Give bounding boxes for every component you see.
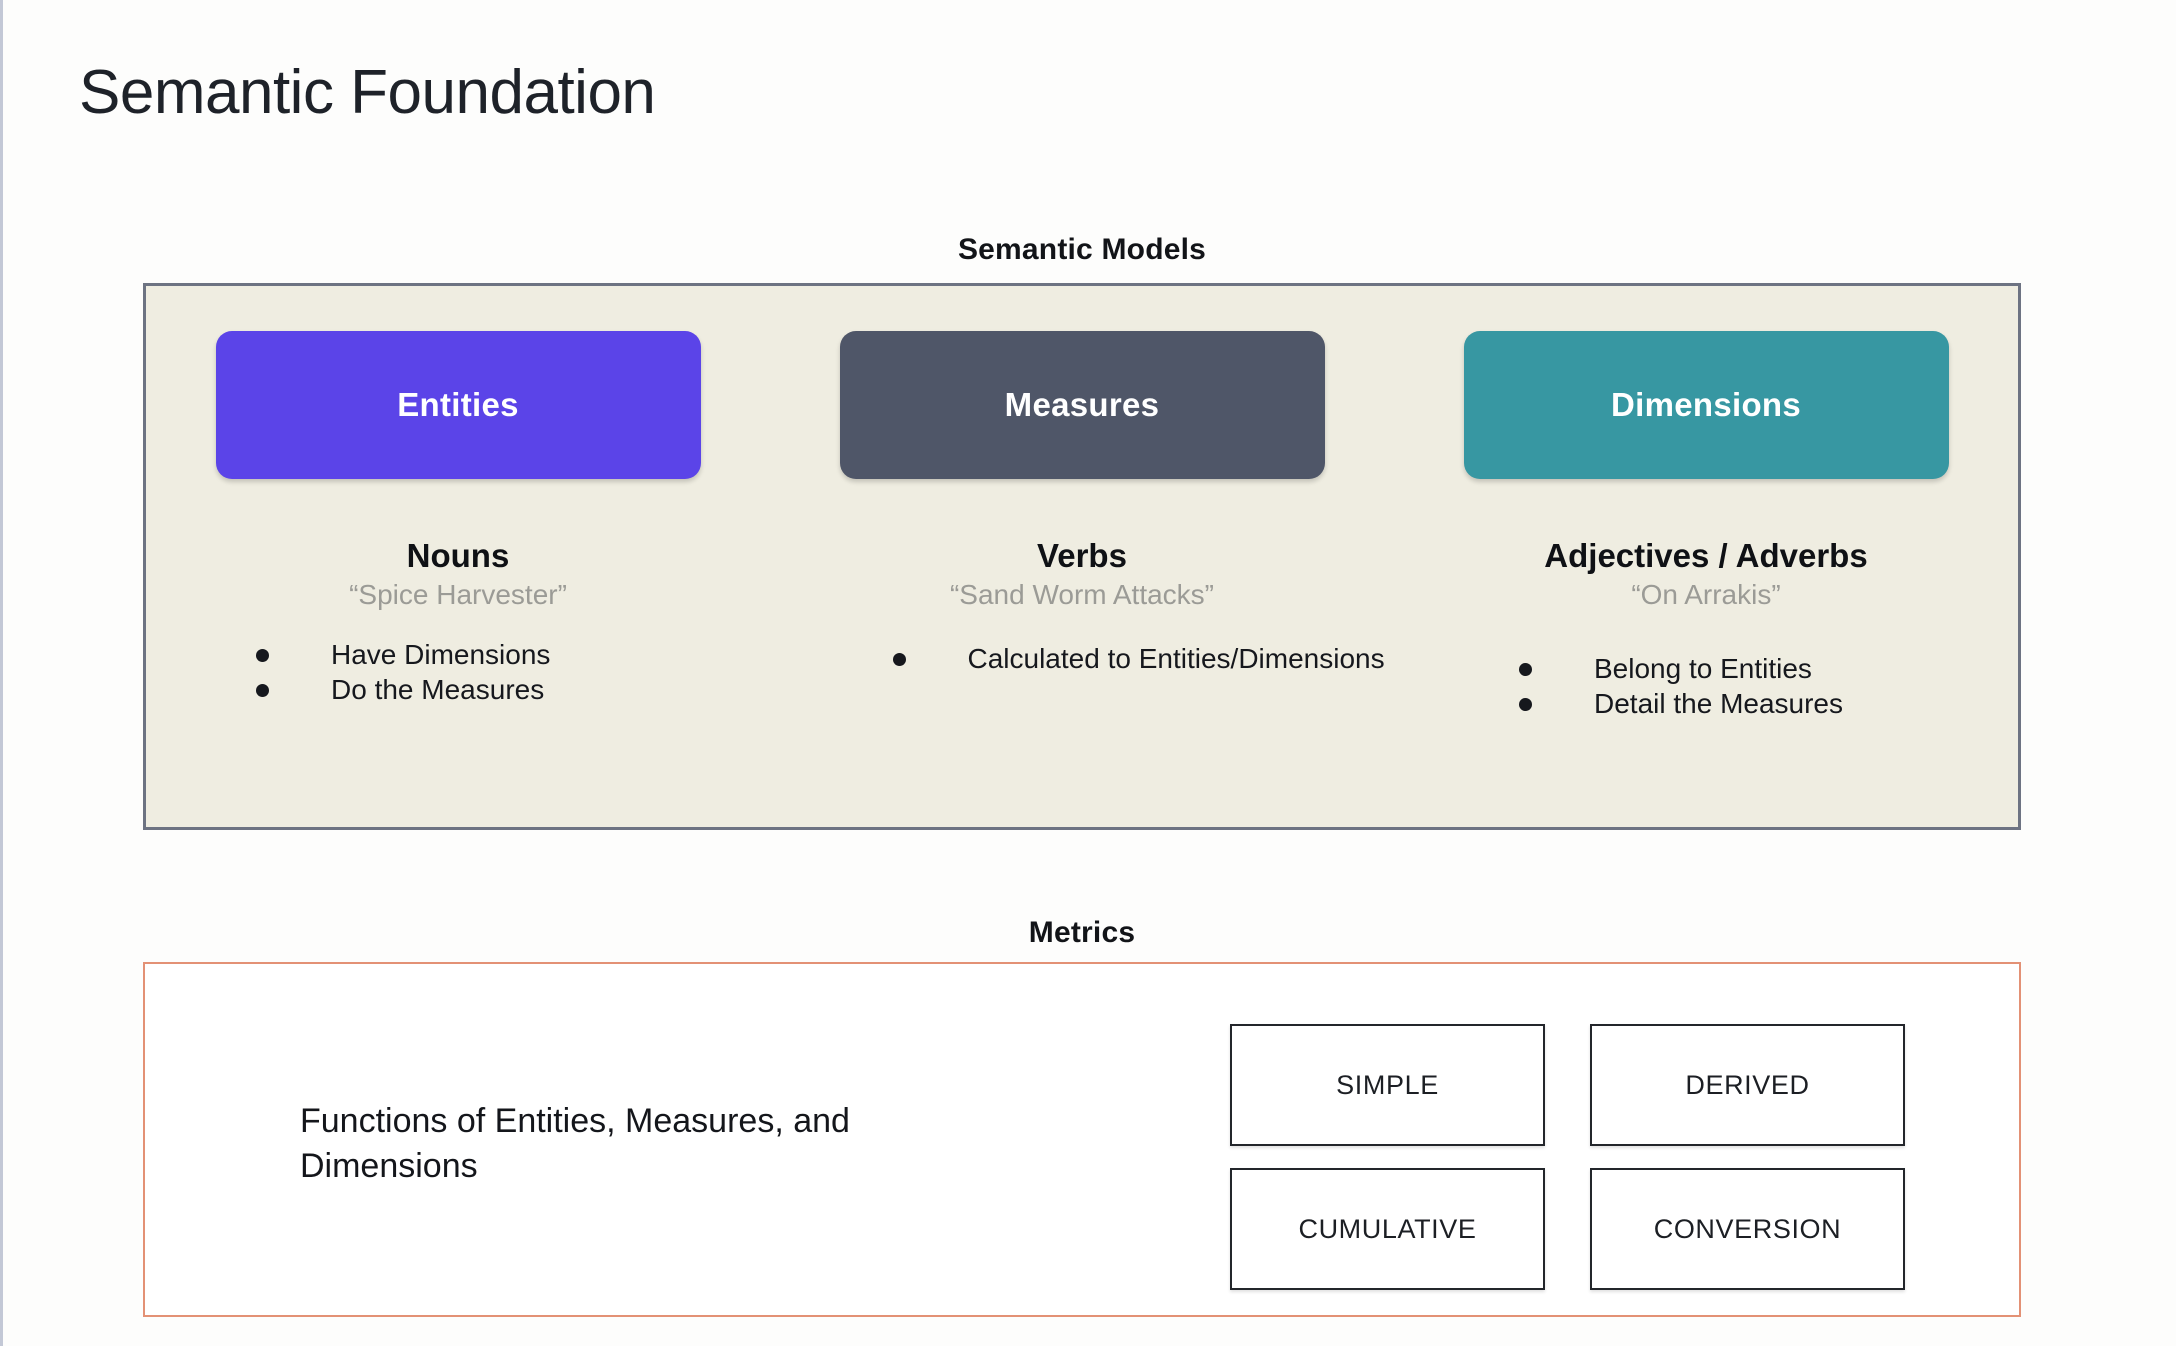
bullet-dot-icon — [1519, 698, 1532, 712]
measures-chip[interactable]: Measures — [839, 331, 1325, 479]
entities-part-of-speech: Nouns — [406, 537, 510, 574]
bullet-dot-icon — [892, 653, 906, 667]
dimensions-bullet-text: Detail the Measures — [1594, 688, 1844, 720]
bullet-dot-icon — [1519, 663, 1532, 677]
dimensions-bullet-text: Belong to Entities — [1594, 653, 1812, 685]
list-item: Do the Measures — [256, 673, 880, 706]
metric-type-cumulative[interactable]: CUMULATIVE — [1230, 1168, 1545, 1290]
semantic-column-entities: Entities Nouns “Spice Harvester” Have Di… — [146, 286, 770, 827]
metric-type-simple[interactable]: SIMPLE — [1230, 1024, 1545, 1146]
entities-chip[interactable]: Entities — [215, 331, 701, 479]
metrics-caption: Metrics — [1028, 916, 1136, 949]
list-item: Belong to Entities — [1519, 652, 2143, 685]
entities-bullet-list: Have Dimensions Do the Measures — [36, 638, 880, 708]
measures-part-of-speech: Verbs — [1037, 537, 1127, 574]
semantic-column-measures: Measures Verbs “Sand Worm Attacks” Calcu… — [770, 286, 1394, 827]
semantic-models-panel: Entities Nouns “Spice Harvester” Have Di… — [143, 283, 2021, 830]
semantic-models-caption: Semantic Models — [957, 233, 1207, 266]
metrics-panel: Functions of Entities, Measures, and Dim… — [143, 962, 2021, 1317]
metrics-description: Functions of Entities, Measures, and Dim… — [300, 1102, 850, 1185]
list-item: Calculated to Entities/Dimensions — [892, 642, 1517, 675]
measures-bullet-text: Calculated to Entities/Dimensions — [967, 643, 1385, 675]
dimensions-bullet-list: Belong to Entities Detail the Measures — [1269, 652, 2143, 722]
dimensions-part-of-speech: Adjectives / Adverbs — [1544, 537, 1868, 574]
bullet-dot-icon — [256, 684, 269, 698]
metric-type-conversion[interactable]: CONVERSION — [1590, 1168, 1905, 1290]
semantic-column-dimensions: Dimensions Adjectives / Adverbs “On Arra… — [1394, 286, 2018, 827]
entities-bullet-text: Have Dimensions — [331, 639, 551, 671]
list-item: Detail the Measures — [1519, 687, 2143, 720]
semantic-models-columns: Entities Nouns “Spice Harvester” Have Di… — [146, 286, 2018, 827]
metrics-type-grid: SIMPLE DERIVED CUMULATIVE CONVERSION — [1230, 1024, 1905, 1290]
entities-example: “Spice Harvester” — [349, 578, 567, 610]
bullet-dot-icon — [256, 649, 269, 663]
dimensions-example: “On Arrakis” — [1631, 578, 1781, 610]
measures-example: “Sand Worm Attacks” — [949, 578, 1214, 610]
page-title: Semantic Foundation — [79, 58, 656, 127]
entities-bullet-text: Do the Measures — [331, 674, 545, 706]
list-item: Have Dimensions — [256, 638, 880, 671]
dimensions-chip[interactable]: Dimensions — [1463, 331, 1949, 479]
measures-bullet-list: Calculated to Entities/Dimensions — [648, 642, 1517, 677]
metric-type-derived[interactable]: DERIVED — [1590, 1024, 1905, 1146]
